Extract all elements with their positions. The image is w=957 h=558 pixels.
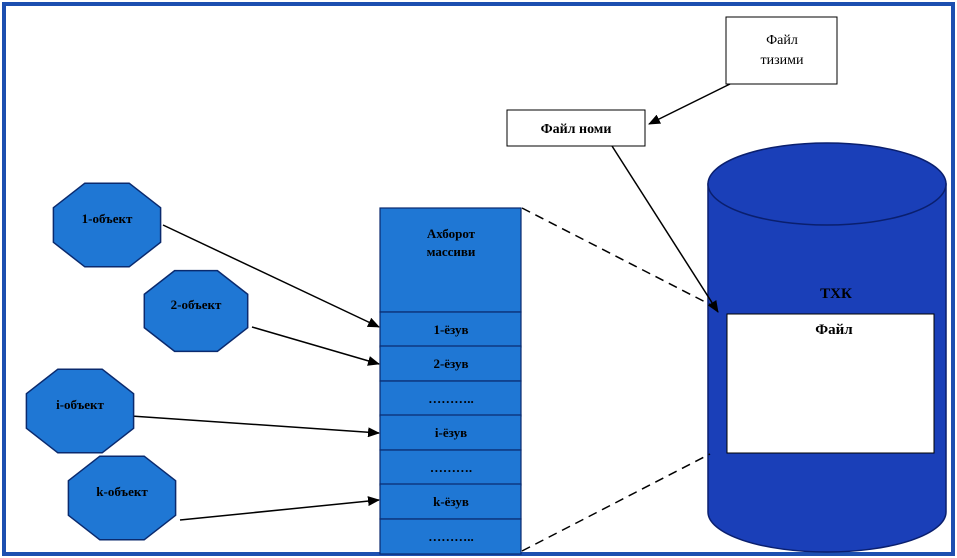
array-row-label: k-ёзув [433,494,469,509]
object-octagon [52,182,162,268]
array-header-line2: массиви [427,244,476,259]
file-box-label: Файл [815,322,853,338]
array-row-cell [379,483,522,520]
object-label: i-объект [56,397,104,412]
array-header-cell [379,207,522,313]
dashed-connector-bottom [521,453,711,552]
cylinder-top [707,142,947,226]
arrow-file-name-to-storage [611,145,719,313]
object-arrow [130,415,380,438]
objects-layer: 1-объект 2-объект i-объект k-объект [25,182,380,541]
object-label: 1-объект [82,211,133,226]
array-row-cell [379,345,522,382]
storage-cylinder: ТХК Файл [707,142,947,553]
file-box [726,313,935,454]
object-arrow [162,224,380,328]
array-row-cell [379,414,522,451]
file-name-box: Файл номи [506,109,646,147]
arrow-file-system-to-file-name [648,83,731,125]
object-octagon [25,368,135,454]
object-arrow [179,496,380,521]
array-row-cell [379,449,522,486]
array-row-cell [379,518,522,555]
array-rows: 1-ёзув 2-ёзув ……….. i-ёзув ………. k-ёзув ……….. [379,311,522,555]
array-row-label: ……….. [428,391,474,406]
array-row-label: i-ёзув [435,425,467,440]
array-row-cell [379,380,522,417]
array-row-label: ………. [430,460,472,475]
object-arrow [251,326,380,366]
array-row-label: 1-ёзув [433,322,468,337]
file-system-label-line2: тизими [761,53,804,68]
storage-label: ТХК [820,286,852,302]
object-octagon [143,269,249,353]
file-system-label-line1: Файл [766,33,798,48]
object-octagon [67,455,177,541]
array-header-line1: Ахборот [427,226,476,241]
object-label: 2-объект [171,297,222,312]
info-array: Ахборот массиви 1-ёзув 2-ёзув ……….. i-ёзув …… [379,207,522,555]
object-label: k-объект [96,484,148,499]
dashed-connector-top [521,207,714,307]
array-row-cell [379,311,522,348]
file-name-label: Файл номи [541,122,612,137]
array-row-label: ……….. [428,529,474,544]
file-system-box: Файл тизими [725,16,838,85]
array-row-label: 2-ёзув [433,356,468,371]
